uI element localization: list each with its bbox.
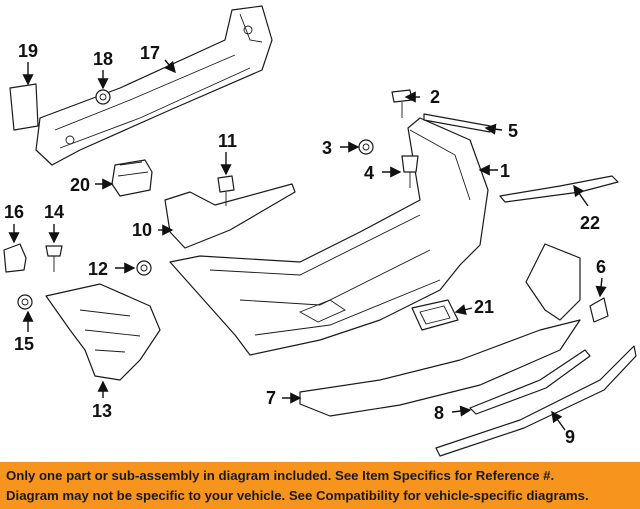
part-11-bolt (217, 175, 235, 206)
part-6-cap (589, 297, 609, 323)
callout-22: 22 (580, 213, 601, 233)
callout-3: 3 (322, 138, 333, 158)
part-1-bumper-cover (169, 117, 489, 356)
callout-7: 7 (266, 388, 277, 408)
part-17-reinforcement-beam (35, 5, 273, 166)
part-7-lower-valance (299, 319, 581, 417)
callout-16: 16 (4, 202, 25, 222)
callout-20: 20 (70, 175, 91, 195)
part-side-cover (525, 243, 581, 321)
callout-2: 2 (430, 87, 441, 107)
part-22-reflector (499, 175, 619, 203)
part-9-diffuser (435, 345, 637, 457)
part-2-push-pin (391, 89, 413, 118)
callout-11: 11 (218, 131, 238, 151)
callout-8: 8 (434, 403, 445, 423)
callout-13: 13 (92, 401, 113, 421)
callout-15: 15 (14, 334, 35, 354)
part-3-nut (358, 139, 374, 155)
callout-18: 18 (93, 49, 114, 69)
part-18-nut (95, 89, 111, 105)
part-16-clip (3, 243, 27, 273)
part-12-nut (136, 260, 152, 276)
part-4-clip (401, 155, 419, 188)
parts-diagram: 19 18 17 20 10 11 16 14 15 12 13 2 3 4 5… (3, 5, 637, 457)
leader-lines (8, 59, 607, 431)
callout-17: 17 (140, 43, 161, 63)
callout-19: 19 (18, 41, 39, 61)
part-19-pad (9, 83, 39, 131)
callout-10: 10 (132, 220, 153, 240)
part-8-trim-strip (469, 349, 591, 415)
disclaimer-line-2: Diagram may not be specific to your vehi… (6, 488, 589, 503)
part-14-screw (45, 245, 63, 272)
callout-12: 12 (88, 259, 109, 279)
disclaimer-line-1: Only one part or sub-assembly in diagram… (6, 468, 555, 483)
callout-9: 9 (565, 427, 576, 447)
callout-5: 5 (508, 121, 519, 141)
callout-4: 4 (364, 163, 375, 183)
callout-1: 1 (500, 161, 511, 181)
part-21-mount-plate (411, 299, 459, 331)
callout-6: 6 (596, 257, 607, 277)
part-13-support (45, 283, 161, 381)
part-10-bracket (164, 183, 296, 249)
part-20-sensor (111, 159, 153, 197)
callout-21: 21 (474, 297, 495, 317)
disclaimer-banner: Only one part or sub-assembly in diagram… (0, 462, 640, 509)
callout-14: 14 (44, 202, 65, 222)
part-15-nut (17, 294, 33, 310)
